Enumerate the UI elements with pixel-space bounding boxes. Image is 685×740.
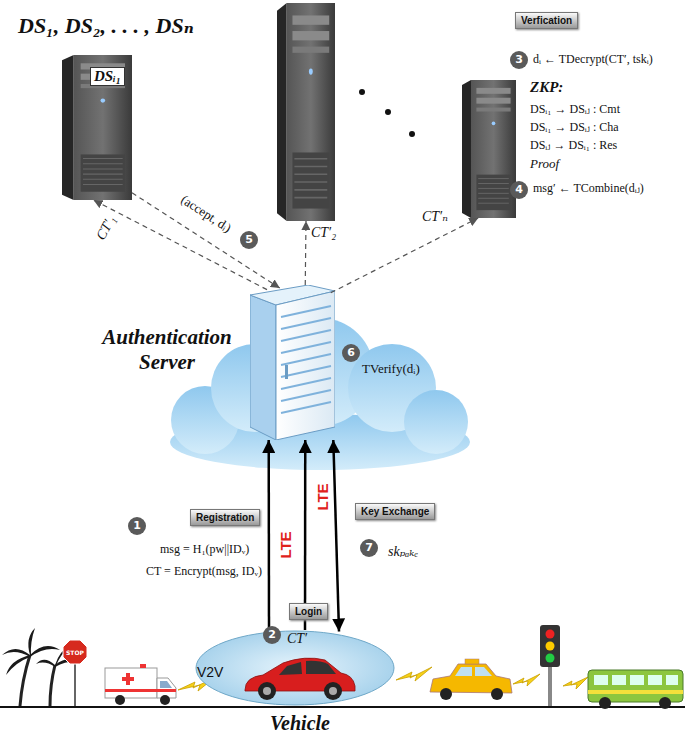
data-server: CT′₂ — [277, 3, 335, 221]
formula: DSᵢ₁ → DSᵢⱼ : Cmt — [530, 102, 620, 117]
formula: msg′ ← TCombine(dᵢⱼ) — [533, 181, 644, 196]
zkp-heading: ZKP: — [530, 79, 563, 96]
lte-arrow — [304, 440, 307, 630]
vehicle-caption: Vehicle — [270, 712, 330, 735]
callout-number: 6 — [342, 344, 360, 362]
taxi — [430, 659, 512, 700]
callout-number: 1 — [128, 517, 146, 535]
edge-label: LTE — [314, 483, 331, 510]
edge-label: CT′₁ — [93, 213, 119, 243]
link-label: V2V — [197, 664, 223, 680]
callout-number: 5 — [240, 231, 258, 249]
traffic-light — [540, 625, 560, 706]
formula: msg = H₁(pw||IDᵥ) — [160, 542, 249, 557]
server-tower — [462, 80, 516, 218]
dashed-connector — [331, 218, 478, 293]
ambulance — [105, 664, 176, 705]
step-tag: Verfication — [515, 12, 578, 29]
auth-server: Authentication Server — [250, 285, 335, 440]
formula: dᵢ ← TDecrypt(CT′, tskᵢ) — [533, 52, 653, 67]
callout-number: 4 — [510, 181, 528, 199]
data-server: CT′ₙ — [462, 80, 516, 218]
node-text: Authentication Server — [88, 325, 246, 375]
formula: TVerify(dᵢ) — [362, 361, 420, 377]
rack-server — [250, 285, 335, 440]
road-line — [0, 706, 685, 708]
dashed-connector — [305, 221, 307, 285]
palm-trees — [2, 628, 80, 706]
dashed-connector — [94, 200, 268, 290]
callout-number: 3 — [510, 51, 528, 69]
server-tower — [277, 3, 335, 221]
bus — [588, 670, 683, 709]
node-text: CT′ₙ — [422, 208, 448, 225]
formula: DSᵢⱼ → DSᵢ₁ : Res — [530, 138, 617, 153]
formula: CT = Encrypt(msg, IDᵥ) — [146, 564, 262, 579]
edge-label: (accept, dᵢ) — [178, 191, 235, 235]
title-math: DS₁, DS₂, . . . , DSₙ — [18, 12, 194, 39]
formula: skₚₐₖₑ — [388, 543, 418, 560]
vehicle-node: CT′ — [195, 630, 395, 706]
formula: Proof — [530, 156, 559, 172]
step-tag: Key Exchange — [355, 503, 435, 520]
sign-text: STOP — [66, 649, 84, 656]
node-text: DSᵢ₁ — [90, 67, 125, 86]
callout-number: 7 — [360, 539, 378, 557]
data-server: DSᵢ₁ — [62, 55, 132, 200]
distance-dots — [359, 89, 415, 137]
callout-number: 2 — [263, 626, 281, 644]
step-tag: Login — [289, 603, 328, 620]
lte-arrow — [267, 440, 270, 632]
formula: DSᵢ₁ → DSᵢⱼ : Cha — [530, 120, 619, 135]
edge-label: LTE — [276, 532, 293, 559]
node-text: CT′ — [287, 631, 307, 647]
node-text: CT′₂ — [311, 225, 336, 241]
lte-arrow — [333, 440, 339, 632]
stop-sign — [63, 640, 87, 706]
step-tag: Registration — [190, 509, 260, 526]
